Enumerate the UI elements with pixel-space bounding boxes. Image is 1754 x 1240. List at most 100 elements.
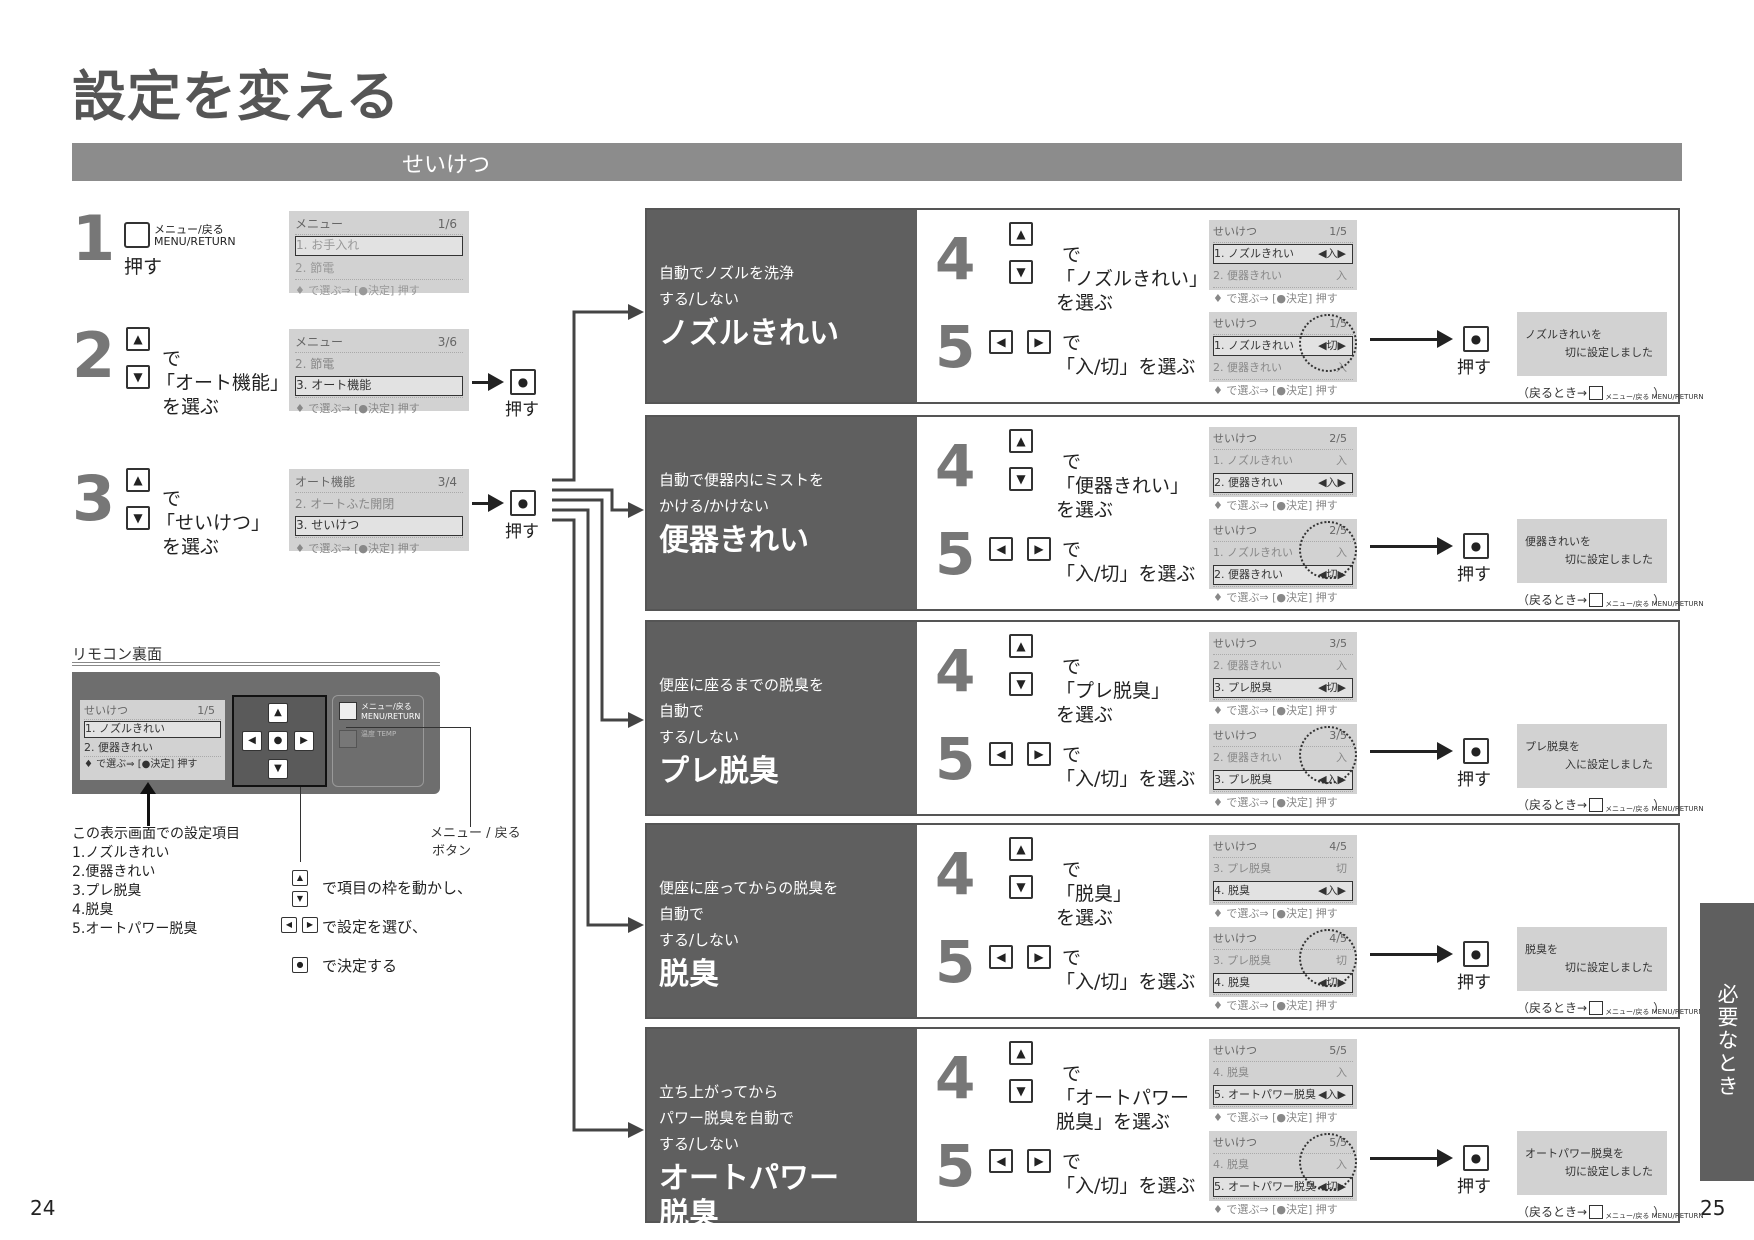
down-arrow-icon: ▼ (126, 506, 150, 530)
lcd-row2: 2. 便器きれい (1214, 476, 1283, 489)
step3-choose: を選ぶ (162, 536, 220, 558)
remote-enter-button[interactable]: ● (268, 731, 288, 751)
step-number-5: 5 (935, 520, 976, 588)
setting-name-line: 脱臭 (659, 1197, 719, 1232)
right-arrow-icon: ▶ (1027, 742, 1051, 766)
step-number-4: 4 (935, 1044, 976, 1112)
arrow-line (472, 502, 490, 505)
step5-choose: 「入/切」を選ぶ (1056, 971, 1196, 993)
right-arrow-icon: ▶ (1027, 330, 1051, 354)
remote-item: 3.プレ脱臭 (72, 883, 142, 899)
remote-left-button[interactable]: ◀ (242, 731, 262, 751)
remote-right-button[interactable]: ▶ (294, 731, 314, 751)
arrow-head (488, 373, 504, 391)
remote-item: 4.脱臭 (72, 902, 114, 918)
lcd-head: せいけつ (1213, 637, 1257, 650)
lcd3-row1: 2. オートふた開閉 (295, 497, 395, 511)
step1-text: 押す (124, 256, 163, 278)
back-note-text: （戻るとき→ (1517, 1001, 1588, 1015)
up-arrow-icon: ▲ (1009, 222, 1033, 246)
lcd3-foot: ♦ で選ぶ⇒ [●決定] 押す (295, 542, 420, 555)
remote-down-button[interactable]: ▼ (268, 759, 288, 779)
setting-description-line: かける/かけない (659, 497, 770, 515)
flow-connectors (552, 304, 644, 1138)
lcd-foot: ♦ で選ぶ⇒ [●決定] 押す (1213, 704, 1338, 717)
back-note-text: （戻るとき→ (1517, 798, 1588, 812)
setting-description-line: 便座に座ってからの脱臭を (659, 879, 839, 897)
step4-text-line: で (1062, 451, 1082, 473)
setting-description: 自動で便器内にミストをかける/かけない (659, 467, 824, 519)
push-label: 押す (1457, 973, 1491, 993)
back-note-close: ） (1653, 1205, 1666, 1219)
lcd1-row1: 1. お手入れ (296, 238, 360, 252)
lcd-page: 5/5 (1329, 1044, 1347, 1057)
back-note: （戻るとき→メニュー/戻る MENU/RETURN） (1517, 384, 1704, 401)
push-label: 押す (1457, 770, 1491, 790)
menu-return-label: メニュー/戻る MENU/RETURN (154, 223, 236, 249)
left-arrow-icon: ◀ (989, 330, 1013, 354)
result-line-2: 入に設定しました (1565, 758, 1653, 771)
back-note: （戻るとき→メニュー/戻る MENU/RETURN） (1517, 591, 1704, 608)
lcd-page: 3/5 (1329, 637, 1347, 650)
enter-button-icon: ● (510, 369, 536, 395)
legend-text-1: で項目の枠を動かし、 (322, 879, 473, 897)
step-number-5: 5 (935, 725, 976, 793)
arrow-line (1370, 338, 1440, 341)
step4-text-line: 「便器きれい」 (1056, 475, 1190, 497)
remote-menu-button[interactable] (339, 702, 357, 720)
menu-return-label: メニュー/戻る MENU/RETURN (1605, 393, 1704, 401)
step-number-4: 4 (935, 637, 976, 705)
step4-text-line: で (1062, 244, 1082, 266)
remote-dpad: ▲ ◀ ● ▶ ▼ (232, 695, 327, 787)
step-number-4: 4 (935, 432, 976, 500)
remote-up-button[interactable]: ▲ (268, 703, 288, 723)
step2-choose: を選ぶ (162, 396, 220, 418)
remote-lcd-page: 1/5 (197, 704, 215, 717)
setting-name-line: ノズルきれい (659, 316, 839, 351)
lcd3-head: オート機能 (295, 475, 356, 489)
remote-item: 5.オートパワー脱臭 (72, 921, 198, 937)
result-message: 脱臭を切に設定しました (1517, 927, 1667, 991)
step5-choose: 「入/切」を選ぶ (1056, 356, 1196, 378)
up-arrow-icon: ▲ (126, 327, 150, 351)
down-arrow-icon: ▼ (1009, 875, 1033, 899)
menu-return-button-icon (124, 222, 150, 248)
step5-de: で (1062, 947, 1082, 969)
setting-name: 脱臭 (659, 957, 719, 993)
remote-temp-button[interactable] (339, 730, 357, 748)
setting-description: 立ち上がってからパワー脱臭を自動でする/しない (659, 1079, 794, 1157)
up-arrow-icon: ▲ (1009, 634, 1033, 658)
legend-text-2: で設定を選び、 (322, 918, 428, 936)
step-number-5: 5 (935, 928, 976, 996)
remote-menu-label: メニュー/戻る MENU/RETURN (361, 702, 421, 721)
step5-de: で (1062, 1151, 1082, 1173)
menu-button-caption-line2: ボタン (432, 844, 472, 859)
remote-top-edge (72, 662, 440, 666)
step4-text-line: を選ぶ (1056, 907, 1114, 929)
setting-dark-column: 自動で便器内にミストをかける/かけない便器きれい (647, 417, 917, 609)
setting-name: プレ脱臭 (659, 754, 779, 790)
highlight-ring (1299, 521, 1357, 579)
step-number-4: 4 (935, 840, 976, 908)
menu-return-label: メニュー/戻る MENU/RETURN (1605, 805, 1704, 813)
remote-lcd-foot: ♦ で選ぶ⇒ [●決定] 押す (84, 759, 198, 770)
menu-return-button-icon (1589, 798, 1604, 812)
lcd3-row2: 3. せいけつ (296, 518, 360, 532)
step-number-1: 1 (72, 202, 116, 275)
lcd-head: せいけつ (1213, 524, 1257, 537)
pointer-arrowhead (140, 782, 156, 794)
arrow-head (1437, 330, 1453, 348)
lcd-row1: 2. 便器きれい (1213, 751, 1282, 764)
result-line-1: 脱臭を (1525, 943, 1558, 956)
up-arrow-icon: ▲ (1009, 429, 1033, 453)
lcd-row2: 4. 脱臭 (1214, 884, 1250, 897)
lcd-row2-value: ◀入▶ (1318, 476, 1346, 489)
lcd2-row2: 3. オート機能 (296, 378, 372, 392)
setting-dark-column: 立ち上がってからパワー脱臭を自動でする/しないオートパワー脱臭 (647, 1029, 917, 1232)
dpad-pointer-line (300, 787, 301, 862)
down-arrow-icon: ▼ (1009, 1079, 1033, 1103)
